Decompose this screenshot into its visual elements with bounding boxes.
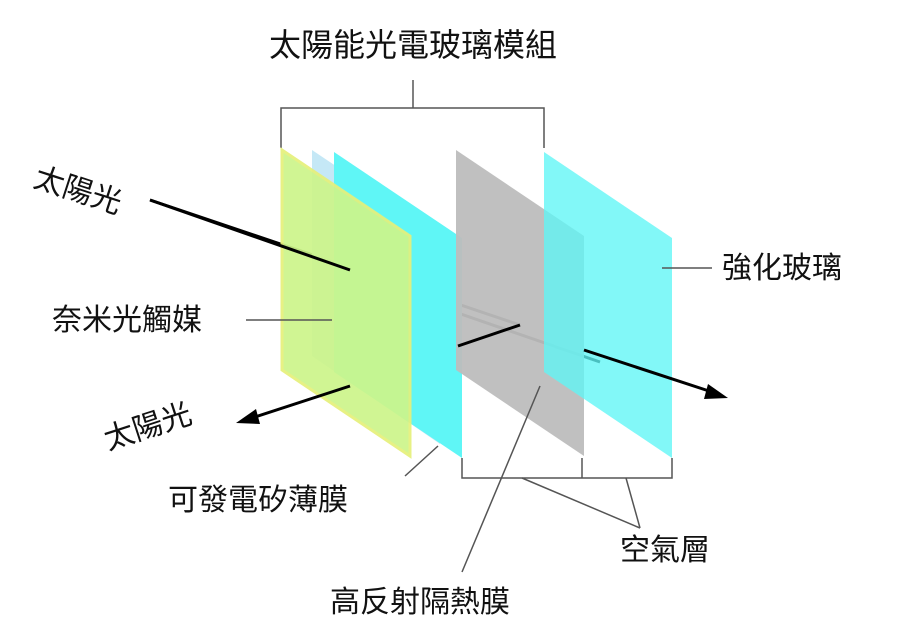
leader-silicon-film [404, 445, 439, 477]
reflected-arrowhead [236, 409, 260, 424]
air-layer-label: 空氣層 [620, 533, 710, 568]
leader-lines [246, 267, 712, 573]
module-bracket [280, 80, 545, 148]
sunlight-in-label: 太陽光 [30, 160, 126, 221]
sunlight-reflect-label: 太陽光 [100, 397, 196, 458]
sunlight-ray-reflected-out [251, 384, 351, 420]
air-layer-bracket [461, 458, 673, 529]
sunlight-ray-exit [583, 348, 713, 394]
silicon-film-label: 可發電矽薄膜 [168, 483, 348, 518]
light-rays [149, 198, 713, 420]
sunlight-ray-entry [149, 198, 351, 272]
module-title: 太陽能光電玻璃模組 [269, 26, 557, 64]
tempered-glass-label: 強化玻璃 [722, 251, 842, 286]
tempered-glass-panel [544, 152, 672, 458]
leader-reflective-film [461, 385, 541, 573]
reflective-film-label: 高反射隔熱膜 [330, 585, 510, 620]
exit-arrowhead [704, 384, 728, 399]
photocatalyst-panel [280, 147, 412, 459]
sunlight-ray-reflected-path [457, 323, 521, 348]
photocatalyst-label: 奈米光觸媒 [52, 303, 202, 338]
